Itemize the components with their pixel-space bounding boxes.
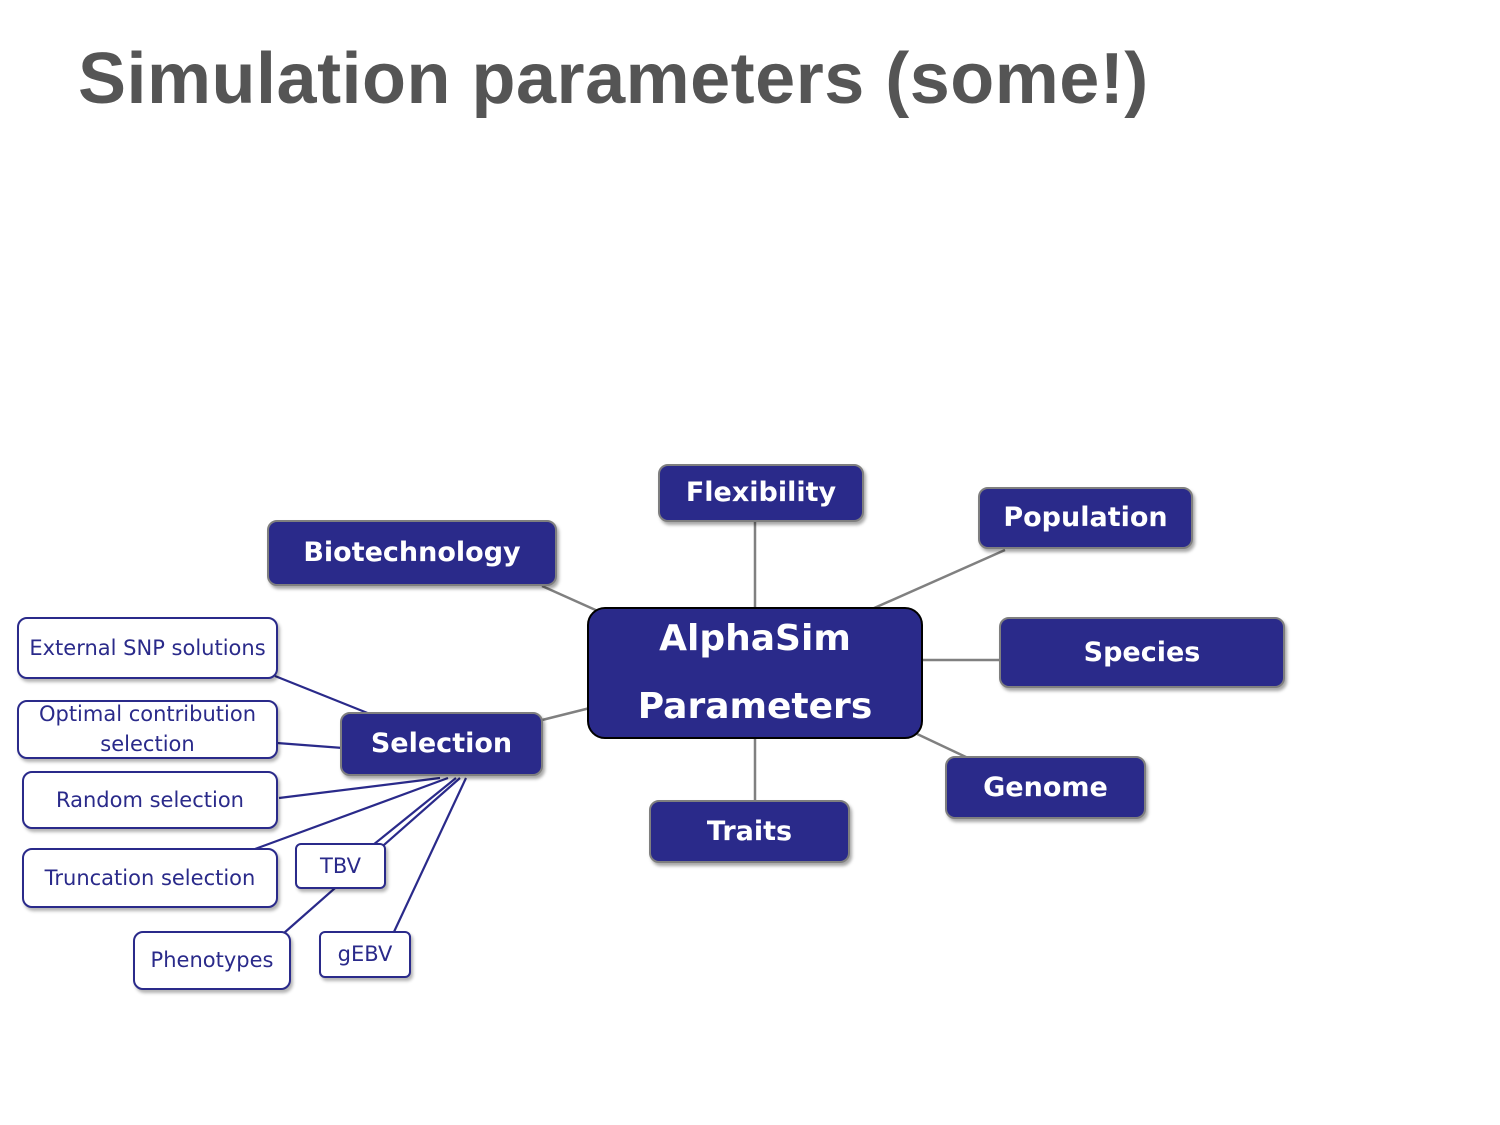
phenotypes-label: Phenotypes <box>150 948 274 973</box>
link-biotechnology <box>541 584 601 614</box>
flexibility-label: Flexibility <box>685 477 837 509</box>
tbv-node[interactable]: TBV <box>295 843 386 889</box>
link-genome <box>914 731 969 760</box>
alphasim-parameters-node[interactable]: AlphaSim Parameters <box>587 607 923 739</box>
link-external-snp <box>274 674 371 716</box>
gebv-label: gEBV <box>337 942 393 967</box>
species-node[interactable]: Species <box>999 617 1285 688</box>
center-line-2: Parameters <box>637 686 873 727</box>
random-selection-label: Random selection <box>55 787 244 812</box>
external-snp-node[interactable]: External SNP solutions <box>17 617 278 679</box>
selection-label: Selection <box>370 728 513 760</box>
tbv-label: TBV <box>320 853 361 878</box>
truncation-selection-label: Truncation selection <box>44 865 256 890</box>
random-selection-node[interactable]: Random selection <box>22 771 278 829</box>
flexibility-node[interactable]: Flexibility <box>658 464 864 522</box>
optimal-contribution-label: Optimal contribution selection <box>38 702 257 756</box>
traits-label: Traits <box>706 815 793 847</box>
biotechnology-node[interactable]: Biotechnology <box>267 520 557 586</box>
link-truncation <box>254 776 449 851</box>
link-tbv <box>372 777 457 846</box>
population-node[interactable]: Population <box>978 487 1193 549</box>
external-snp-label: External SNP solutions <box>29 635 266 660</box>
biotechnology-label: Biotechnology <box>303 537 521 569</box>
gebv-node[interactable]: gEBV <box>319 931 411 978</box>
genome-node[interactable]: Genome <box>945 756 1146 819</box>
link-selection <box>541 706 591 722</box>
truncation-selection-node[interactable]: Truncation selection <box>22 848 278 908</box>
population-label: Population <box>1003 502 1168 534</box>
link-population <box>871 548 1006 611</box>
link-gebv <box>392 777 467 935</box>
selection-node[interactable]: Selection <box>340 712 543 776</box>
species-label: Species <box>1083 636 1201 668</box>
genome-label: Genome <box>983 771 1108 803</box>
optimal-contribution-node[interactable]: Optimal contribution selection <box>17 700 278 759</box>
slide-title: Simulation parameters (some!) <box>78 39 1149 119</box>
center-line-1: AlphaSim <box>659 617 851 659</box>
link-optimal-contribution <box>276 741 344 750</box>
link-random <box>278 776 441 800</box>
traits-node[interactable]: Traits <box>649 800 850 863</box>
phenotypes-node[interactable]: Phenotypes <box>133 931 291 990</box>
